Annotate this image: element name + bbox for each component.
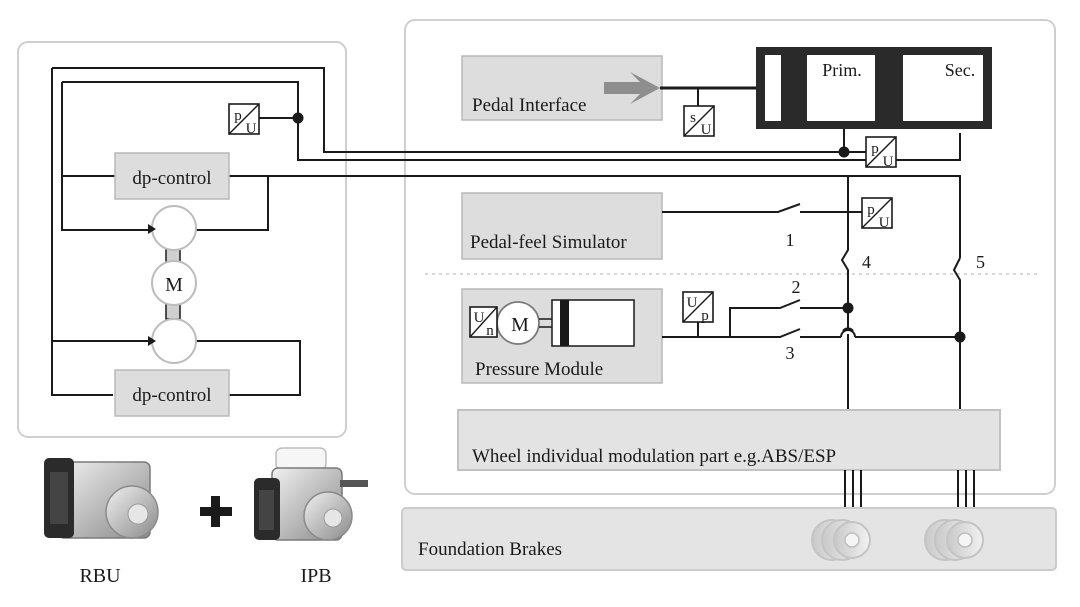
svg-text:U: U (879, 215, 890, 231)
valve-4-label: 4 (862, 252, 871, 272)
simulator-pressure-sensor-icon: p U (861, 197, 893, 231)
pump-lower-icon (151, 318, 197, 364)
foundation-brakes-block (401, 507, 1057, 571)
wheel-modulation-label: Wheel individual modulation part e.g.ABS… (472, 446, 836, 467)
ipb-unit-image (254, 447, 368, 541)
pedal-arrow-icon (604, 72, 660, 104)
dp-control-bottom-block (114, 369, 230, 417)
rbu-pressure-sensor-icon: p U (228, 103, 260, 137)
svg-text:s: s (690, 110, 696, 126)
valve-3-label: 3 (786, 343, 795, 363)
pump-upper-icon (151, 205, 197, 251)
rbu-caption: RBU (79, 565, 121, 587)
svg-text:U: U (687, 295, 698, 311)
rbu-circuit: M (51, 67, 961, 396)
svg-text:p: p (701, 308, 709, 324)
svg-text:U: U (701, 122, 712, 138)
pedal-feel-simulator-label: Pedal-feel Simulator (470, 232, 627, 253)
valve-1-label: 1 (786, 230, 795, 250)
pedal-feel-simulator-block (461, 192, 663, 260)
wheel-modulation-block (457, 409, 1001, 471)
primary-chamber-label: Prim. (822, 60, 862, 80)
plus-icon (200, 496, 232, 527)
svg-text:p: p (867, 202, 875, 218)
master-cylinder: Prim. Sec. (756, 47, 992, 129)
svg-text:n: n (486, 323, 494, 339)
svg-text:p: p (871, 141, 879, 157)
svg-text:U: U (474, 310, 485, 326)
pressure-motor-label: M (511, 314, 529, 336)
pressure-module-label: Pressure Module (475, 359, 603, 380)
dp-control-bottom-label: dp-control (132, 385, 211, 406)
svg-text:p: p (234, 108, 242, 124)
ipb-caption: IPB (300, 565, 331, 587)
stroke-sensor-icon: s U (683, 88, 715, 138)
valve-2-label: 2 (792, 277, 801, 297)
module-pressure-sensor-icon: U p (682, 291, 714, 324)
master-pressure-sensor-icon: p U (865, 136, 897, 170)
pedal-interface-label: Pedal Interface (472, 95, 586, 116)
brake-disc-right-icon (924, 519, 984, 561)
foundation-brakes-label: Foundation Brakes (418, 539, 562, 560)
valve-5-label: 5 (976, 252, 985, 272)
rbu-motor-label: M (165, 274, 183, 296)
dp-control-top-label: dp-control (132, 168, 211, 189)
brake-disc-left-icon (811, 519, 871, 561)
rbu-motor-icon (151, 260, 197, 306)
secondary-chamber-label: Sec. (945, 60, 976, 80)
svg-text:U: U (883, 154, 894, 170)
svg-text:U: U (246, 121, 257, 137)
motor-speed-sensor-icon: U n (469, 306, 498, 339)
dp-control-top-block (114, 152, 230, 200)
rbu-unit-image (44, 458, 159, 539)
